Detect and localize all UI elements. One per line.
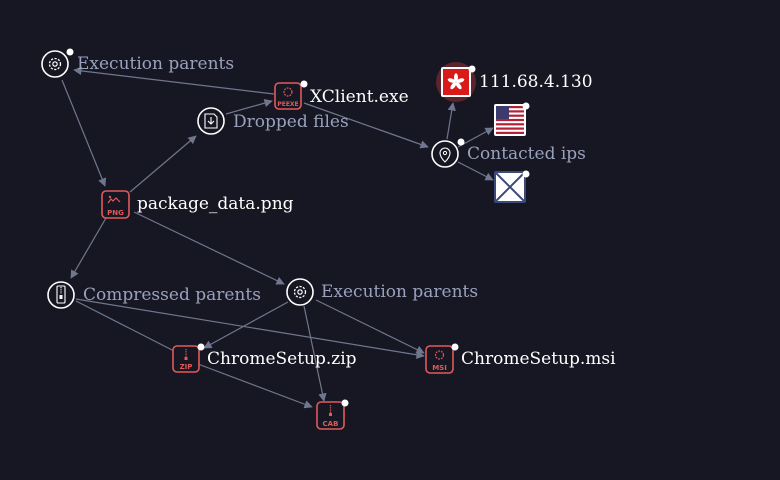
node-dropped-files[interactable]: Dropped files xyxy=(197,107,349,135)
edge xyxy=(197,363,313,409)
edge xyxy=(75,300,177,353)
edge xyxy=(225,99,273,115)
node-chromesetup-msi[interactable]: MSI ChromeSetup.msi xyxy=(425,343,616,374)
file-type-badge: PNG xyxy=(107,209,124,217)
node-label: Execution parents xyxy=(321,282,478,302)
hong-kong-flag-icon xyxy=(447,73,465,90)
node-label: Compressed parents xyxy=(83,285,261,305)
node-execution-parents-mid[interactable]: Execution parents xyxy=(286,278,478,306)
zip-icon xyxy=(329,405,332,416)
location-pin-icon xyxy=(439,147,451,163)
edge xyxy=(446,102,456,140)
gear-icon xyxy=(48,57,62,71)
unknown-flag-icon xyxy=(495,172,525,202)
edge xyxy=(303,102,429,149)
node-ip-111-68-4-130[interactable]: 111.68.4.130 xyxy=(436,62,593,102)
edge xyxy=(315,299,425,354)
download-file-icon xyxy=(204,113,218,129)
graph-edges xyxy=(61,66,494,409)
node-label: ChromeSetup.msi xyxy=(461,349,616,369)
node-label: ChromeSetup.zip xyxy=(207,349,357,369)
node-execution-parents-top[interactable]: Execution parents xyxy=(41,48,234,78)
file-type-badge: CAB xyxy=(323,420,339,428)
node-label: Execution parents xyxy=(77,54,234,74)
gear-icon xyxy=(283,87,293,97)
file-type-badge: ZIP xyxy=(180,363,193,371)
node-label: 111.68.4.130 xyxy=(479,72,593,92)
edge xyxy=(73,66,275,95)
node-contacted-ips[interactable]: Contacted ips xyxy=(431,138,586,168)
zip-icon xyxy=(56,285,66,304)
edge xyxy=(75,298,425,359)
edge xyxy=(457,161,494,181)
node-chromesetup-zip[interactable]: ZIP ChromeSetup.zip xyxy=(172,343,357,373)
zip-icon xyxy=(184,349,188,360)
node-label: XClient.exe xyxy=(310,87,409,107)
node-label: Dropped files xyxy=(233,112,349,132)
edge xyxy=(129,135,197,193)
edge xyxy=(61,79,107,187)
us-flag-icon xyxy=(496,106,524,134)
file-type-badge: MSI xyxy=(432,364,447,372)
edge xyxy=(70,217,107,279)
node-label: Contacted ips xyxy=(467,144,586,164)
node-package-data-png[interactable]: PNG package_data.png xyxy=(101,190,294,219)
file-type-badge: PEEXE xyxy=(277,101,298,108)
node-compressed-parents[interactable]: Compressed parents xyxy=(47,281,261,309)
node-ip-unknown[interactable] xyxy=(494,170,530,204)
edge xyxy=(133,211,285,285)
edge xyxy=(203,301,289,349)
edge xyxy=(303,305,327,402)
gear-icon xyxy=(434,350,445,360)
node-xclient-exe[interactable]: PEEXE XClient.exe xyxy=(274,80,409,110)
node-ip-us[interactable] xyxy=(494,102,530,137)
gear-icon xyxy=(293,285,307,299)
image-icon xyxy=(107,195,121,204)
node-label: package_data.png xyxy=(137,194,294,214)
node-cab-file[interactable]: CAB xyxy=(316,399,349,430)
